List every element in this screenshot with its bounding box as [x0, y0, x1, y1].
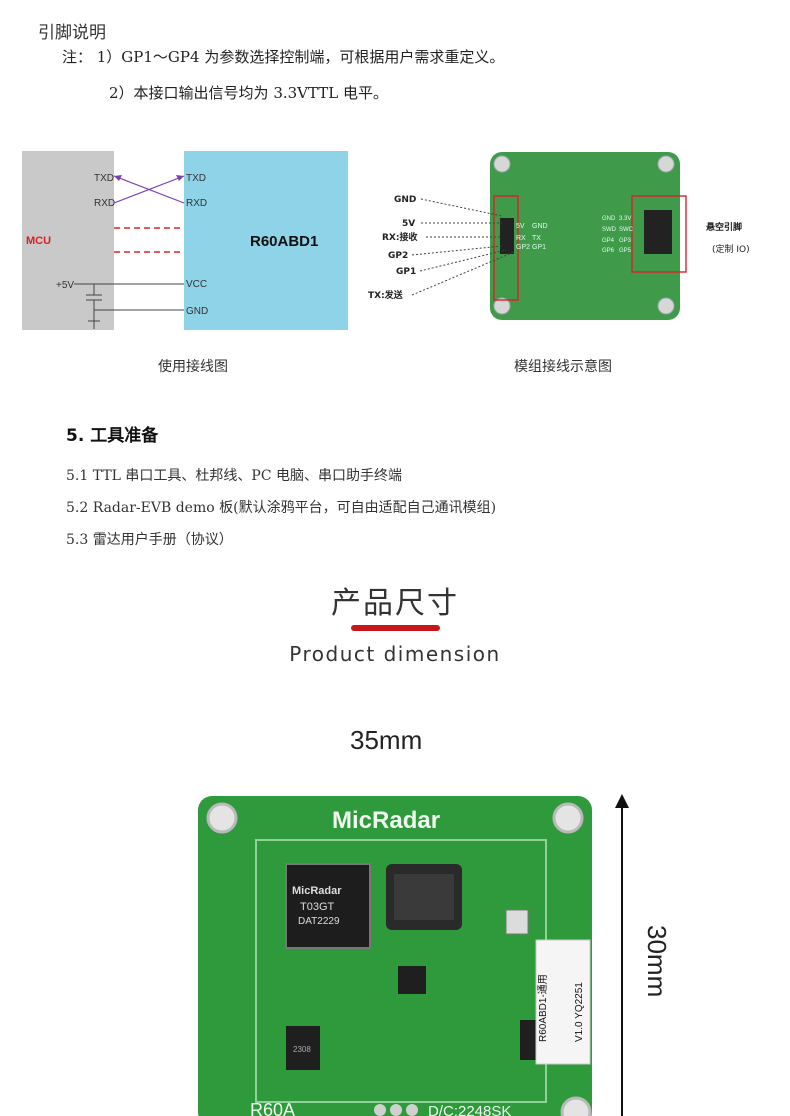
pin-section-title: 引脚说明	[38, 23, 106, 43]
wiring-caption: 使用接线图	[158, 359, 228, 375]
tool-item-1: 5.1 TTL 串口工具、杜邦线、PC 电脑、串口助手终端	[66, 468, 402, 484]
main-chip	[285, 863, 371, 949]
wiring-diagram: MCU R60ABD1 TXD RXD TXD RXD +5V VCC GND	[22, 151, 348, 330]
pcb	[198, 796, 592, 1116]
tool-item-2: 5.2 Radar-EVB demo 板(默认涂鸦平台，可自由适配自己通讯模组)	[66, 500, 497, 516]
pin-tx: TX	[532, 235, 541, 242]
width-label: 35mm	[350, 725, 423, 755]
pin-5v: 5V	[516, 223, 525, 230]
label-gp2: GP2	[388, 251, 408, 261]
height-label: 30mm	[642, 925, 672, 998]
module-label: R60ABD1	[250, 233, 318, 250]
module-pcb	[490, 152, 680, 320]
dimension-title-cn: 产品尺寸	[331, 586, 459, 621]
regulator-chip	[286, 1026, 320, 1070]
pin-r-gp5: GP5	[619, 248, 632, 254]
rxd-right-label: RXD	[186, 198, 207, 209]
board-illustration: MicRadar MicRadar T03GT DAT2229 2308 R60…	[198, 794, 629, 1116]
label-gp1: GP1	[396, 267, 416, 277]
pin-r-gnd: GND	[602, 216, 616, 222]
label-tx: TX:发送	[368, 289, 404, 301]
pin-r-gp4: GP4	[602, 238, 615, 244]
dimension-title-en: Product dimension	[289, 642, 501, 666]
pin-r-swc: SWC	[619, 227, 634, 233]
small-chip-label: 2308	[293, 1045, 311, 1054]
pin-r-swd: SWD	[602, 227, 617, 233]
dimension-accent-bar	[351, 625, 440, 631]
label-float-pins: 悬空引脚	[705, 221, 742, 233]
pin-gnd: GND	[532, 223, 548, 230]
txd-left-label: TXD	[94, 173, 114, 184]
module-caption: 模组接线示意图	[514, 359, 612, 375]
label-rx: RX:接收	[382, 231, 417, 243]
txd-right-label: TXD	[186, 173, 206, 184]
label-gnd: GND	[394, 195, 416, 205]
board-model-text: R60A	[250, 1100, 295, 1116]
pin-rx: RX	[516, 235, 526, 242]
board-sticker	[535, 939, 591, 1065]
board-brand: MicRadar	[332, 807, 440, 834]
tools-section-title: 5. 工具准备	[66, 426, 159, 446]
vcc-label: VCC	[186, 279, 207, 290]
chip-date: DAT2229	[298, 916, 340, 927]
label-custom-io: (定制 IO)	[712, 243, 750, 255]
pin-note-1: 注： 1）GP1～GP4 为参数选择控制端，可根据用户需求重定义。	[62, 48, 505, 66]
tool-item-3: 5.3 雷达用户手册（协议）	[66, 532, 233, 548]
module-block	[184, 151, 348, 330]
pin-r-gp6: GP6	[602, 248, 615, 254]
small-chip	[398, 966, 426, 994]
pin-r-gp3: GP3	[619, 238, 632, 244]
mcu-label: MCU	[26, 235, 51, 247]
chip-brand: MicRadar	[292, 885, 342, 897]
label-5v: 5V	[402, 219, 415, 229]
pin-r-33v: 3.3V	[619, 216, 631, 222]
plus5v-label: +5V	[56, 280, 74, 291]
sticker-line-1: R60ABD1-通用	[537, 974, 549, 1042]
module-pin-diagram: 5V GND RX TX GP2 GP1 GND 3.3V SWD SWC GP…	[368, 152, 750, 320]
pin-note-2: 2）本接口输出信号均为 3.3VTTL 电平。	[109, 84, 389, 102]
chip-model: T03GT	[300, 901, 335, 913]
rxd-left-label: RXD	[94, 198, 115, 209]
gnd-label: GND	[186, 306, 208, 317]
pin-gp1: GP1	[532, 244, 546, 251]
pin-gp2: GP2	[516, 244, 530, 251]
board-dc-text: D/C:2248SK	[428, 1103, 511, 1116]
sticker-line-2: V1.0 YQ2251	[574, 982, 585, 1042]
